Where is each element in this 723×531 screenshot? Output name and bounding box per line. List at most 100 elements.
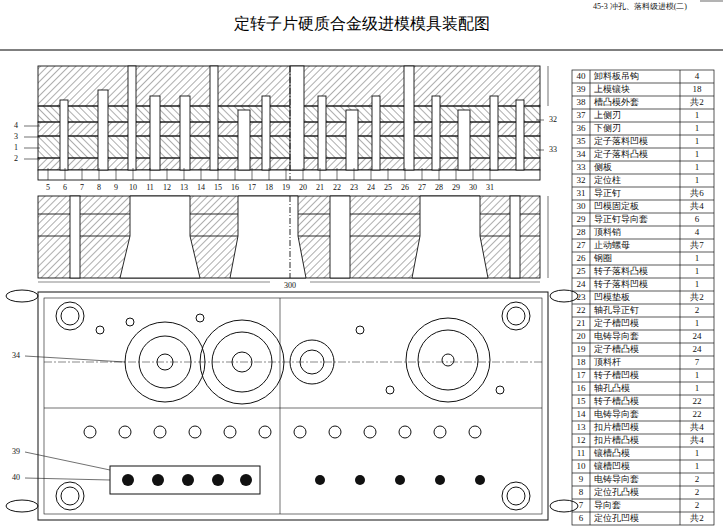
table-cell: 32: [577, 176, 586, 185]
table-rule: [572, 265, 714, 266]
callout-number: 21: [315, 184, 325, 192]
callout-number: 5: [45, 184, 51, 192]
table-rule: [572, 187, 714, 188]
table-cell: 共7: [690, 241, 704, 250]
table-cell: 定子槽凸模: [594, 345, 639, 354]
callout-number: 20: [298, 184, 308, 192]
callout-number: 24: [366, 184, 376, 192]
callout-number: 30: [468, 184, 478, 192]
table-cell: 17: [577, 371, 586, 380]
table-cell: 凹模固定板: [594, 202, 639, 211]
table-cell: 1: [695, 124, 700, 133]
table-rule: [572, 473, 714, 474]
table-rule: [590, 70, 591, 525]
table-cell: 1: [695, 384, 700, 393]
table-rule: [572, 200, 714, 201]
table-cell: 上模镶块: [594, 85, 630, 94]
table-rule: [572, 382, 714, 383]
table-cell: 7: [695, 358, 700, 367]
callout-number: 23: [349, 184, 359, 192]
callout-number: 32: [548, 116, 558, 124]
table-cell: 38: [577, 98, 586, 107]
table-cell: 转子落料凹模: [594, 280, 648, 289]
table-rule: [572, 408, 714, 409]
callout-number: 17: [247, 184, 257, 192]
table-cell: 16: [577, 384, 586, 393]
table-cell: 定位柱: [594, 176, 621, 185]
header-note: 45-3 冲孔、落料级进模(二): [593, 3, 687, 11]
table-cell: 转子槽凸模: [594, 397, 639, 406]
table-cell: 6: [695, 215, 700, 224]
table-cell: 19: [577, 345, 586, 354]
table-cell: 定子槽凹模: [594, 319, 639, 328]
table-cell: 13: [577, 423, 586, 432]
callout-number: 13: [179, 184, 189, 192]
table-rule: [572, 148, 714, 149]
table-cell: 镶槽凸模: [594, 449, 630, 458]
callout-number: 33: [548, 146, 558, 154]
callout-number: 8: [96, 184, 102, 192]
table-cell: 1: [695, 267, 700, 276]
callout-number: 25: [383, 184, 393, 192]
table-cell: 9: [579, 475, 584, 484]
callout-number: 22: [332, 184, 342, 192]
table-cell: 29: [577, 215, 586, 224]
table-cell: 2: [695, 475, 700, 484]
table-rule: [572, 512, 714, 513]
table-cell: 22: [693, 397, 702, 406]
table-cell: 1: [695, 254, 700, 263]
table-cell: 31: [577, 189, 586, 198]
table-cell: 20: [577, 332, 586, 341]
callout-number: 27: [417, 184, 427, 192]
table-cell: 导向套: [594, 501, 621, 510]
callout-number: 31: [485, 184, 495, 192]
table-cell: 7: [579, 501, 584, 510]
table-rule: [572, 369, 714, 370]
table-rule: [680, 70, 681, 525]
callout-number: 34: [11, 352, 21, 360]
table-rule: [572, 109, 714, 110]
table-rule: [572, 317, 714, 318]
table-cell: 共4: [690, 202, 704, 211]
table-rule: [572, 356, 714, 357]
table-cell: 2: [695, 501, 700, 510]
table-rule: [572, 122, 714, 123]
callout-number: 7: [79, 184, 85, 192]
table-cell: 30: [577, 202, 586, 211]
callout-number: 14: [196, 184, 206, 192]
table-cell: 定位孔凹模: [594, 514, 639, 523]
table-rule: [572, 239, 714, 240]
table-cell: 8: [579, 488, 584, 497]
table-rule: [572, 304, 714, 305]
callout-number: 2: [13, 155, 19, 163]
table-cell: 1: [695, 176, 700, 185]
table-cell: 4: [695, 72, 700, 81]
callout-number: 26: [400, 184, 410, 192]
table-cell: 1: [695, 462, 700, 471]
table-cell: 2: [695, 306, 700, 315]
table-cell: 37: [577, 111, 586, 120]
callout-number: 15: [213, 184, 223, 192]
table-cell: 轴孔导正钉: [594, 306, 639, 315]
table-rule: [572, 447, 714, 448]
table-cell: 定子落料凸模: [594, 150, 648, 159]
table-cell: 共6: [690, 189, 704, 198]
table-cell: 4: [695, 228, 700, 237]
table-cell: 转子落料凸模: [594, 267, 648, 276]
table-cell: 止动螺母: [594, 241, 630, 250]
table-rule: [572, 213, 714, 214]
table-cell: 电铸导向套: [594, 410, 639, 419]
table-cell: 22: [577, 306, 586, 315]
table-rule: [572, 252, 714, 253]
callout-number: 16: [230, 184, 240, 192]
table-cell: 35: [577, 137, 586, 146]
table-cell: 11: [577, 449, 586, 458]
callout-number: 40: [11, 474, 21, 482]
dimension-text: 300: [283, 282, 297, 290]
table-rule: [572, 161, 714, 162]
table-rule: [572, 83, 714, 84]
table-cell: 1: [695, 319, 700, 328]
table-cell: 21: [577, 319, 586, 328]
callout-number: 28: [434, 184, 444, 192]
table-rule: [572, 174, 714, 175]
